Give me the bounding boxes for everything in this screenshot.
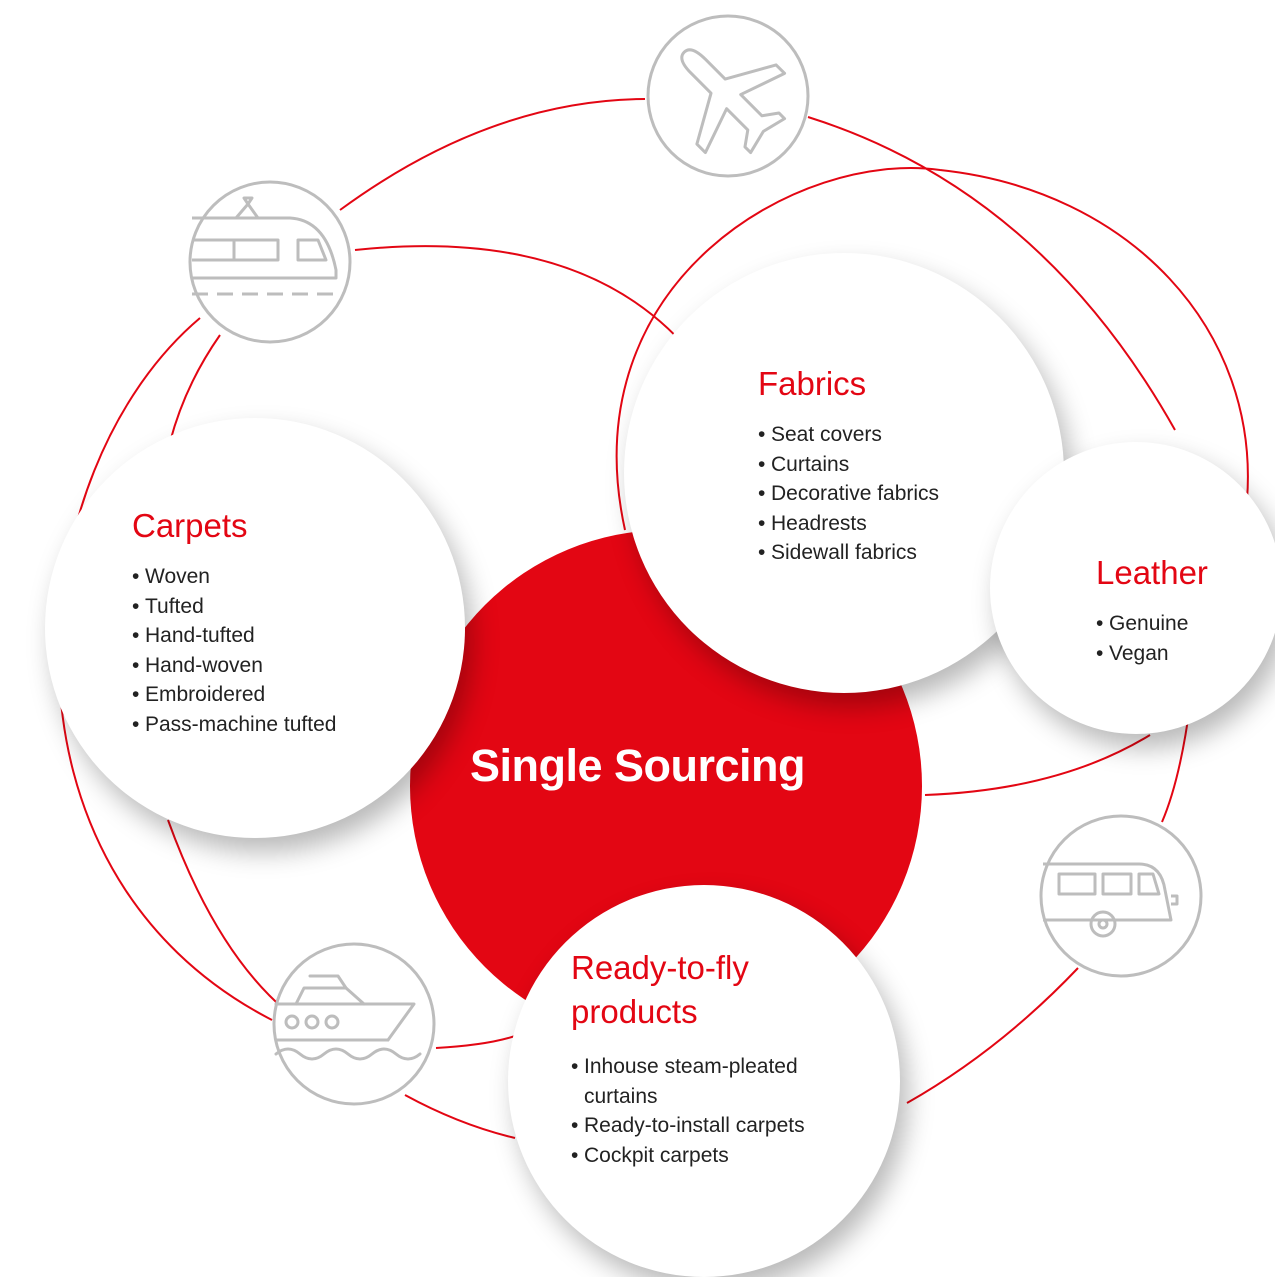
list-item: Hand-woven — [132, 651, 336, 681]
outer-orbit-right-arc — [807, 116, 1176, 431]
list-item: Genuine — [1096, 609, 1188, 639]
fabrics-orbit-arc — [615, 167, 1249, 531]
outer-orbit-bottom-arc — [404, 1094, 516, 1139]
inner-orbit-top-arc — [354, 245, 698, 361]
ready-to-fly-list: Inhouse steam-pleated curtainsReady-to-i… — [571, 1052, 805, 1170]
list-item: Curtains — [758, 450, 939, 480]
caravan-icon — [1037, 812, 1205, 980]
outer-orbit-top-arc — [339, 98, 646, 211]
inner-orbit-lower-left-arc — [167, 819, 286, 1011]
list-item: Tufted — [132, 592, 336, 622]
carpets-list: WovenTuftedHand-tuftedHand-wovenEmbroide… — [132, 562, 336, 739]
center-label: Single Sourcing — [470, 740, 806, 791]
inner-orbit-bottom-arc — [435, 1034, 519, 1049]
train-icon — [186, 178, 354, 346]
list-item: Cockpit carpets — [571, 1141, 805, 1171]
list-item: Vegan — [1096, 639, 1188, 669]
leather-orbit-arc — [924, 734, 1151, 796]
fabrics-title: Fabrics — [758, 365, 867, 402]
list-item: Sidewall fabrics — [758, 538, 939, 568]
list-item: Inhouse steam-pleated curtains — [571, 1052, 805, 1111]
list-item: Ready-to-install carpets — [571, 1111, 805, 1141]
ready-to-fly-title: Ready-to-fly products — [571, 949, 749, 1030]
list-item: Pass-machine tufted — [132, 710, 336, 740]
list-item: Headrests — [758, 509, 939, 539]
leather-bubble — [990, 442, 1275, 734]
airplane-icon — [644, 12, 812, 180]
list-item: Hand-tufted — [132, 621, 336, 651]
inner-orbit-left-arc — [169, 334, 221, 443]
ship-icon — [270, 940, 438, 1108]
outer-orbit-bottom-right-arc — [906, 967, 1079, 1104]
leather-list: GenuineVegan — [1096, 609, 1188, 668]
carpets-title: Carpets — [132, 507, 248, 544]
fabrics-list: Seat coversCurtainsDecorative fabricsHea… — [758, 420, 939, 568]
list-item: Embroidered — [132, 680, 336, 710]
list-item: Seat covers — [758, 420, 939, 450]
list-item: Decorative fabrics — [758, 479, 939, 509]
list-item: Woven — [132, 562, 336, 592]
leather-title: Leather — [1096, 554, 1208, 591]
